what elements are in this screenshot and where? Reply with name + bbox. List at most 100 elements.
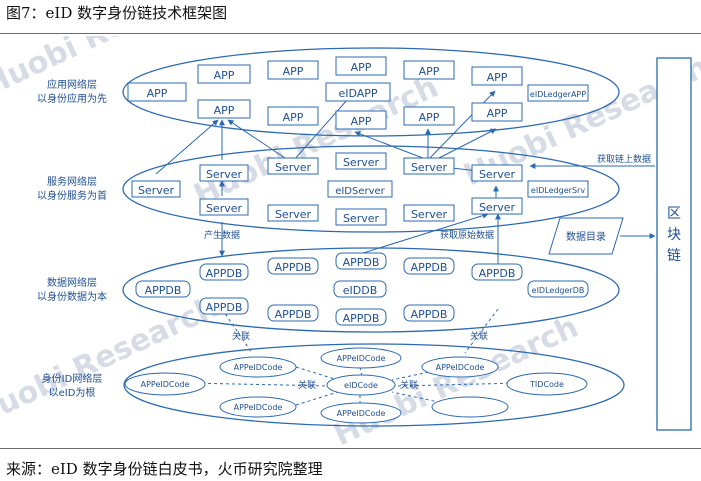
server-node: Server	[206, 202, 243, 215]
top-rule	[0, 33, 701, 34]
appeidcode-ellipse	[320, 402, 402, 424]
appdb-node: APPDB	[343, 312, 380, 325]
app-box	[127, 82, 187, 102]
appdb-node: APPDB	[275, 261, 312, 274]
appeidcode-ellipse	[431, 396, 509, 418]
eidapp-box	[325, 82, 391, 102]
eidledgersrv-box	[527, 180, 589, 198]
appeidcode-ellipse	[421, 356, 499, 378]
server-box	[335, 152, 387, 170]
appeidcode-ellipse	[219, 356, 297, 378]
appdb-cylinder	[471, 263, 523, 281]
appdb-node: APPDB	[343, 256, 380, 269]
server-box	[335, 208, 387, 226]
server-node: Server	[343, 156, 380, 169]
app-layer-ellipse	[122, 47, 620, 137]
figure-source: 来源：eID 数字身份链白皮书，火币研究院整理	[6, 460, 323, 478]
appdb-cylinder	[335, 308, 387, 326]
server-node: Server	[275, 161, 312, 174]
server-box	[199, 198, 249, 216]
tidcode-node: TIDCode	[529, 380, 564, 389]
eidledgerdb-cylinder	[527, 280, 589, 298]
data-layer-ellipse	[122, 247, 620, 333]
server-box	[267, 157, 319, 175]
app-box	[197, 99, 251, 119]
appeidcode-node: APPeIDCode	[234, 363, 283, 372]
link-label: 关联	[470, 330, 488, 342]
server-node: Server	[206, 168, 243, 181]
app-node: APP	[283, 111, 304, 124]
appdb-cylinder	[267, 257, 319, 275]
server-box	[471, 197, 523, 215]
eidledgerdb-node: eIDLedgerDB	[532, 286, 585, 295]
id-layer-label: 身份ID网络层	[42, 372, 103, 385]
appdb-node: APPDB	[411, 261, 448, 274]
server-box	[471, 164, 523, 182]
app-node: APP	[214, 69, 235, 82]
eid-framework-diagram: Huobi Research Huobi Research Huobi Rese…	[0, 36, 701, 453]
figure-title: 图7：eID 数字身份链技术框架图	[6, 4, 228, 22]
app-box	[267, 60, 319, 80]
appdb-cylinder	[199, 297, 249, 315]
appdb-cylinder	[199, 263, 249, 281]
app-box	[335, 56, 387, 76]
bottom-rule	[0, 448, 701, 449]
blockchain-label: 区	[667, 206, 681, 222]
eidserver-box	[327, 180, 393, 198]
get-raw-data-label: 获取原始数据	[440, 229, 494, 241]
data-catalog-shape	[548, 217, 624, 255]
get-chain-data-label: 获取链上数据	[597, 153, 651, 165]
appdb-cylinder	[135, 280, 191, 298]
appeidcode-node: APPeIDCode	[337, 354, 386, 363]
server-layer-sublabel: 以身份服务为首	[37, 189, 107, 202]
appdb-node: APPDB	[411, 308, 448, 321]
link-label: 关联	[232, 330, 250, 342]
app-node: APP	[214, 104, 235, 117]
eidledgersrv-node: eIDLedgerSrv	[531, 186, 585, 195]
appdb-node: APPDB	[275, 308, 312, 321]
server-node: Server	[138, 184, 175, 197]
app-node: APP	[351, 61, 372, 74]
data-catalog-label: 数据目录	[566, 230, 606, 243]
link-label: 关联	[298, 379, 316, 391]
eidapp-node: eIDAPP	[338, 87, 377, 100]
app-box	[403, 106, 455, 126]
server-box	[267, 204, 319, 222]
tidcode-ellipse	[506, 372, 588, 396]
appeidcode-node: APPeIDCode	[436, 363, 485, 372]
app-node: APP	[419, 111, 440, 124]
appdb-cylinder	[335, 252, 387, 270]
link-label: 关联	[400, 379, 418, 391]
eiddb-node: eIDDB	[343, 284, 378, 297]
app-box	[471, 102, 523, 122]
data-layer-label: 数据网络层	[47, 276, 97, 289]
server-box	[131, 180, 181, 198]
appdb-cylinder	[267, 304, 319, 322]
eidcode-ellipse	[326, 374, 396, 396]
app-box	[335, 110, 387, 130]
app-node: APP	[487, 107, 508, 120]
app-box	[403, 60, 455, 80]
server-node: Server	[343, 212, 380, 225]
app-box	[197, 64, 251, 84]
app-box	[471, 66, 523, 86]
eidledgerapp-box	[527, 84, 589, 102]
appeidcode-ellipse	[320, 347, 402, 369]
server-box	[403, 204, 455, 222]
eidcode-node: eIDCode	[344, 381, 378, 390]
appdb-node: APPDB	[145, 284, 182, 297]
server-node: Server	[479, 168, 516, 181]
appeidcode-ellipse	[219, 396, 297, 418]
watermark-text: Huobi Research	[189, 69, 444, 213]
produce-data-label: 产生数据	[204, 229, 240, 241]
app-node: APP	[147, 87, 168, 100]
appdb-node: APPDB	[206, 267, 243, 280]
eidserver-node: eIDServer	[335, 186, 385, 197]
appdb-cylinder	[403, 304, 455, 322]
app-node: APP	[283, 65, 304, 78]
server-node: Server	[275, 208, 312, 221]
appdb-node: APPDB	[479, 267, 516, 280]
app-box	[267, 106, 319, 126]
data-layer-sublabel: 以身份数据为本	[37, 290, 107, 303]
blockchain-label: 块	[667, 227, 681, 243]
